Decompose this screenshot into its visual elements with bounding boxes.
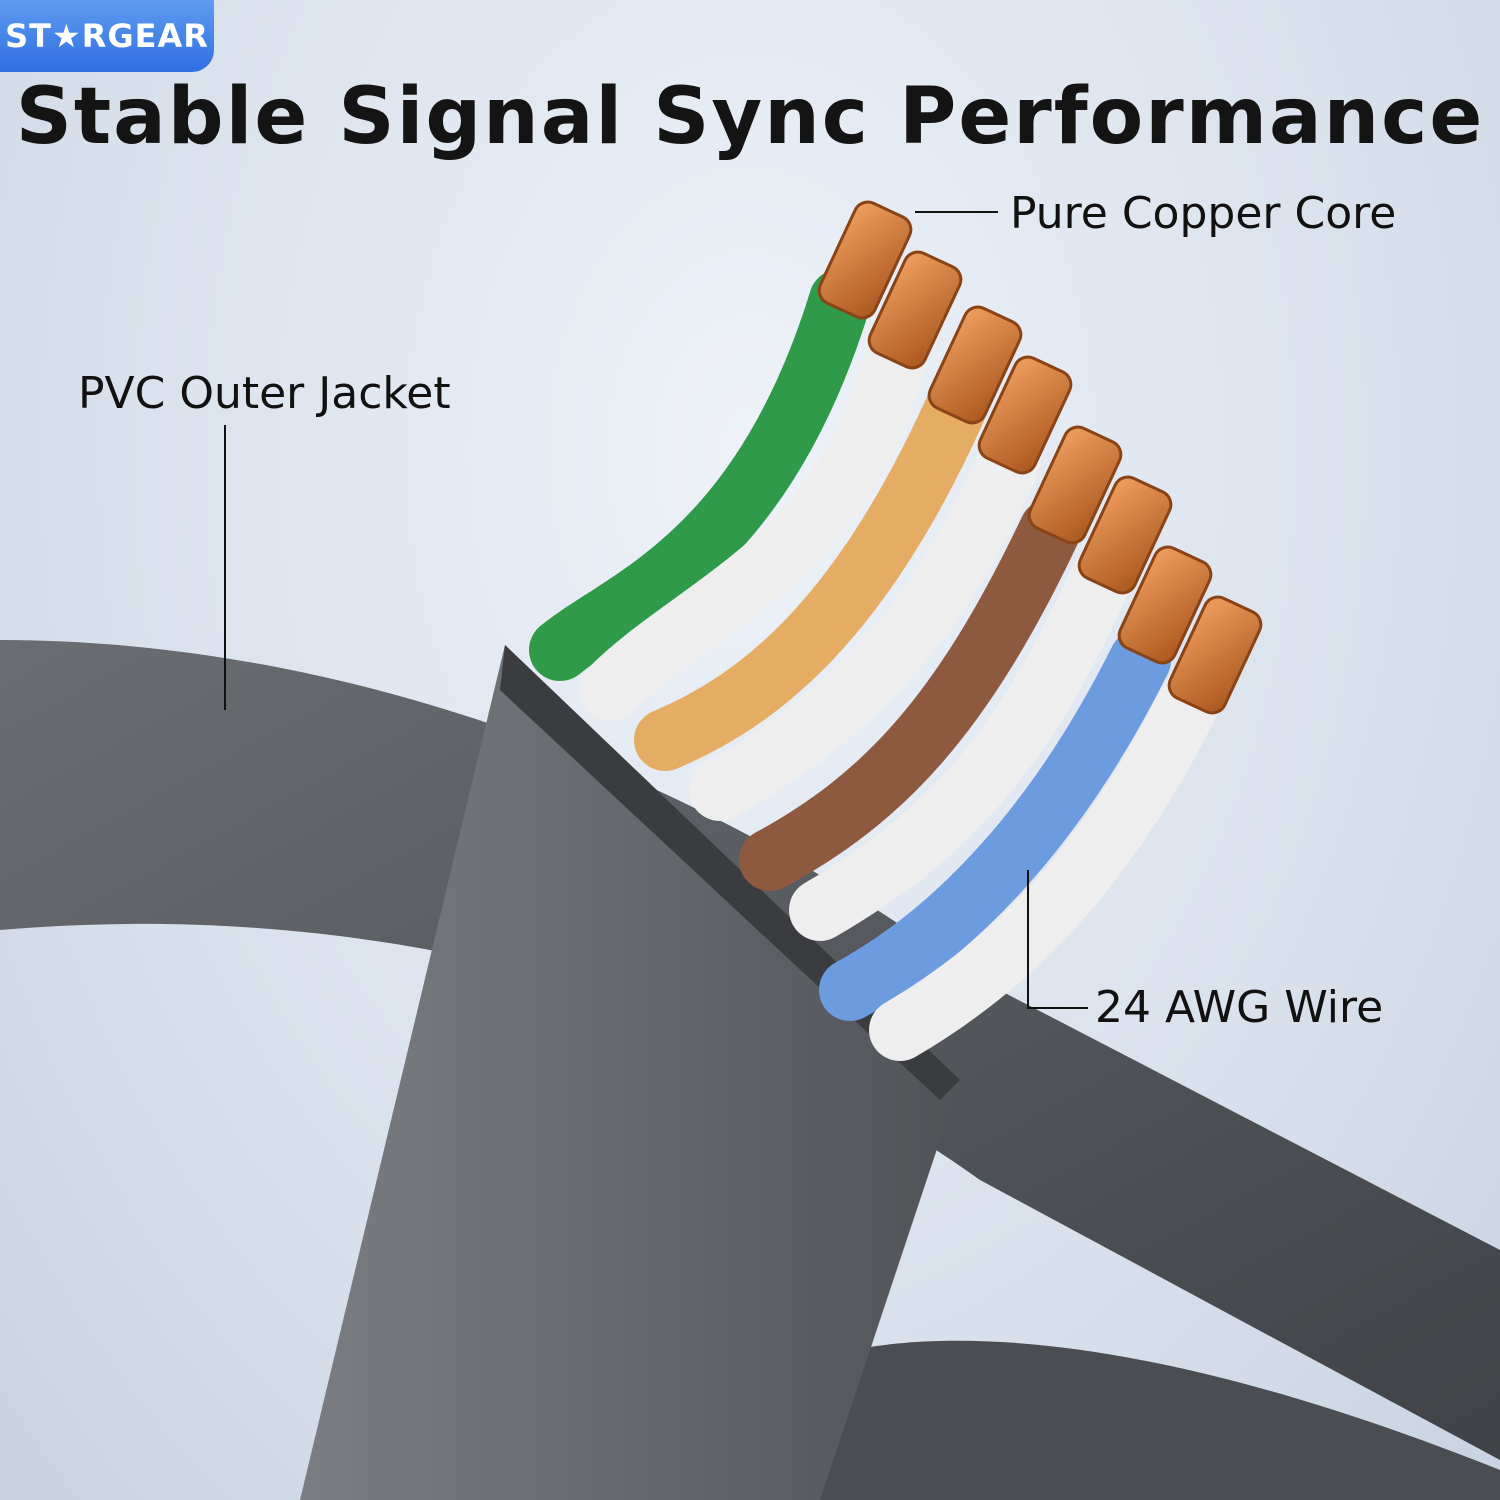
cable-loop-back [0,640,1500,1460]
wire-brown [739,499,1131,941]
callout-lines [224,211,1088,1009]
callout-copper-core: Pure Copper Core [1010,188,1397,239]
page-title: Stable Signal Sync Performance [15,72,1485,162]
brand-logo: ST★RGEAR [0,0,214,72]
copper-cores [817,200,1263,715]
cable-loop-lower [760,1340,1500,1500]
callout-pvc-jacket: PVC Outer Jacket [78,368,451,419]
wire-blue [819,629,1221,1061]
wire-orange [634,379,1041,821]
callout-awg-wire: 24 AWG Wire [1095,982,1384,1033]
flat-cable-jacket [300,645,960,1500]
wire-green [529,269,931,721]
